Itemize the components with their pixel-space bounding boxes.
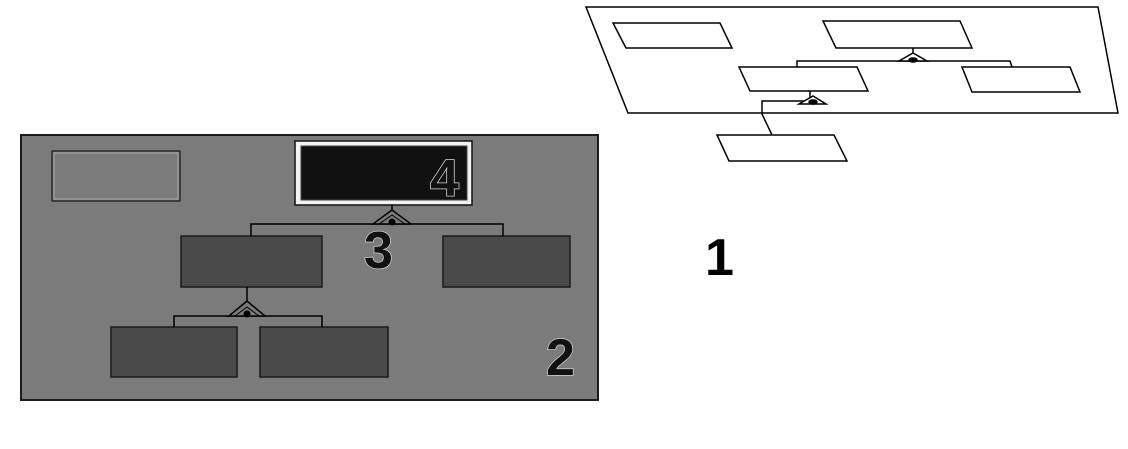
label-scene: 1 — [705, 229, 734, 287]
perspective-junction-upper-dot — [908, 57, 918, 63]
panel-box-mid-left[interactable] — [180, 235, 323, 288]
perspective-box-mid-right — [960, 66, 1082, 93]
panel-junction-lower-dot — [243, 310, 251, 318]
panel-junction-upper-dot — [388, 218, 396, 226]
perspective-box-top-left — [611, 22, 734, 49]
label-junction: 3 — [364, 222, 393, 280]
panel-box-selected[interactable] — [300, 145, 468, 201]
perspective-junction-lower-dot — [808, 99, 818, 105]
perspective-box-mid-left — [737, 66, 870, 92]
perspective-box-top-right — [821, 20, 974, 49]
perspective-box-bottom — [715, 134, 849, 162]
panel-box-bottom-left[interactable] — [110, 326, 238, 378]
label-selected-box: 4 — [430, 150, 459, 208]
panel-box-bottom-right[interactable] — [259, 326, 389, 378]
panel-box-top-left — [51, 150, 181, 202]
flat-panel-view — [20, 134, 599, 401]
panel-box-mid-right[interactable] — [442, 235, 571, 288]
perspective-view — [584, 6, 1119, 162]
label-panel: 2 — [546, 329, 575, 387]
